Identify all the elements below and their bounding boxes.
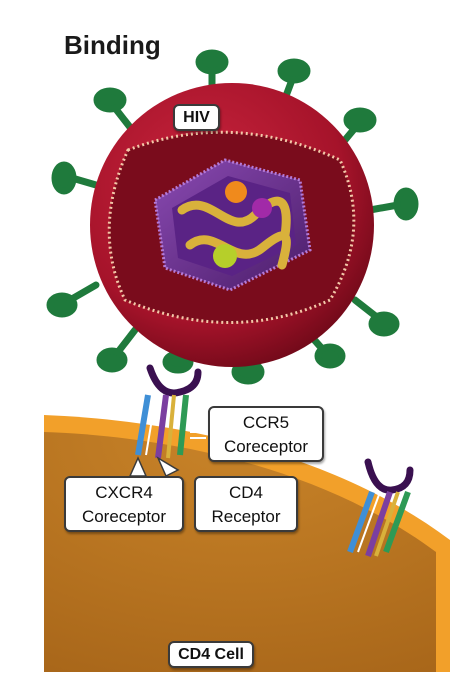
cxcr4-label-line1: CXCR4 xyxy=(95,483,153,502)
ccr5-coreceptor-label: CCR5 Coreceptor xyxy=(208,406,324,462)
receptor-complex-bound xyxy=(135,364,202,459)
enzyme-orange xyxy=(225,181,247,203)
label-pointers xyxy=(190,431,206,439)
cd4-strand xyxy=(155,394,169,459)
label-arrows xyxy=(128,456,180,478)
cd4-label-line1: CD4 xyxy=(228,483,263,502)
cd4-receptor-head-right xyxy=(364,458,414,494)
cxcr4-strand xyxy=(135,394,151,456)
ccr5-label-line1: CCR5 xyxy=(242,413,290,432)
hiv-label-text: HIV xyxy=(183,109,210,126)
cd4-cell-label-text: CD4 Cell xyxy=(178,646,244,663)
cd4-label-line2: Receptor xyxy=(211,507,281,526)
viral-rna xyxy=(177,196,291,270)
cd4-receptor-label: CD4 Receptor xyxy=(194,476,298,532)
ccr5-strand xyxy=(177,394,189,456)
diagram-title: Binding xyxy=(64,30,161,60)
receptor-complex-free xyxy=(347,458,414,557)
enzyme-green xyxy=(213,244,237,268)
cd4-cell-label: CD4 Cell xyxy=(168,641,254,668)
cxcr4-label-line2: Coreceptor xyxy=(81,507,167,526)
cd4-receptor-head xyxy=(146,364,202,397)
hiv-label: HIV xyxy=(173,104,220,131)
hiv-virion xyxy=(46,49,419,385)
ccr5-label-line2: Coreceptor xyxy=(223,437,309,456)
cxcr4-coreceptor-label: CXCR4 Coreceptor xyxy=(64,476,184,532)
enzyme-purple xyxy=(252,198,272,218)
